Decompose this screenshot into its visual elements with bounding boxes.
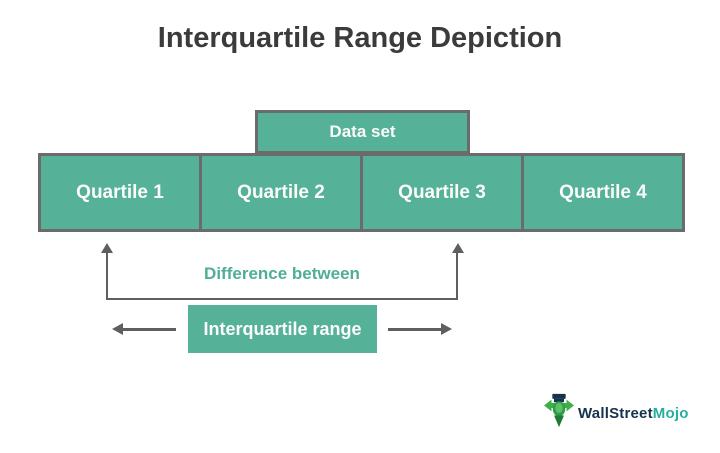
dataset-label: Data set [329, 122, 396, 141]
difference-label: Difference between [204, 264, 360, 283]
logo-wordmark-mojo: Mojo [652, 404, 689, 422]
up-arrow-icon-left [101, 243, 113, 253]
logo-wordmark: WallStreetMojo [578, 405, 689, 422]
page-title: Interquartile Range Depiction [157, 22, 563, 54]
left-arrow-line [121, 328, 176, 331]
interquartile-range-label: Interquartile range [203, 318, 362, 339]
quartile-2-box: Quartile 2 [199, 156, 360, 229]
wallstreetmojo-mascot-icon [544, 392, 574, 434]
right-arrow-icon [441, 323, 452, 335]
right-arrow-line [388, 328, 443, 331]
quartile-4-box: Quartile 4 [521, 156, 682, 229]
difference-bracket [106, 252, 458, 300]
wallstreetmojo-logo: WallStreetMojo [544, 392, 689, 434]
dataset-box: Data set [255, 110, 470, 154]
up-arrow-icon-right [452, 243, 464, 253]
left-arrow-icon [112, 323, 123, 335]
interquartile-range-box: Interquartile range [188, 305, 377, 353]
logo-wordmark-wallstreet: WallStreet [578, 404, 653, 422]
quartile-bar: Quartile 1 Quartile 2 Quartile 3 Quartil… [38, 153, 685, 232]
quartile-3-box: Quartile 3 [360, 156, 521, 229]
quartile-1-box: Quartile 1 [76, 181, 164, 203]
